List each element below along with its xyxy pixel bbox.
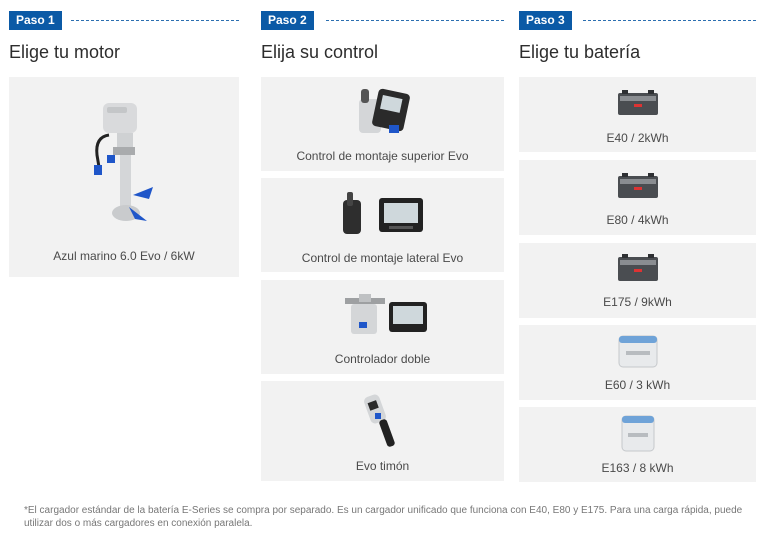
step-3-column: Paso 3 Elige tu batería E40 / 2kWh E80 /…: [519, 0, 756, 482]
control-option-label-side-mount: Control de montaje lateral Evo: [301, 251, 464, 265]
step-2-divider: [326, 20, 504, 21]
top-mount-throttle-icon: [359, 88, 410, 133]
battery-option-label-e40: E40 / 2kWh: [606, 131, 669, 145]
step-2-badge: Paso 2: [261, 11, 314, 30]
battery-dark-icon: [618, 254, 658, 281]
step-1-divider: [71, 20, 239, 21]
battery-option-card-e40[interactable]: E40 / 2kWh: [519, 77, 756, 152]
motor-option-card[interactable]: Azul marino 6.0 Evo / 6kW: [9, 77, 239, 277]
step-1-badge: Paso 1: [9, 11, 62, 30]
battery-white-icon: [618, 335, 658, 368]
battery-option-card-e60[interactable]: E60 / 3 kWh: [519, 325, 756, 400]
battery-option-label-e163: E163 / 8 kWh: [601, 461, 674, 475]
step-2-header: Paso 2: [261, 0, 504, 30]
battery-white-icon: [621, 415, 655, 452]
step-3-header: Paso 3: [519, 0, 756, 30]
step-2-title: Elija su control: [261, 42, 379, 62]
control-option-label-dual: Controlador doble: [334, 352, 431, 366]
motor-option-label: Azul marino 6.0 Evo / 6kW: [53, 249, 195, 263]
step-3-badge: Paso 3: [519, 11, 572, 30]
control-option-label-tiller: Evo timón: [355, 459, 410, 473]
step-2-column: Paso 2 Elija su control Control de monta…: [261, 0, 504, 481]
battery-option-label-e80: E80 / 4kWh: [606, 213, 669, 227]
control-option-card-side-mount[interactable]: Control de montaje lateral Evo: [261, 178, 504, 272]
charger-footnote: *El cargador estándar de la batería E-Se…: [24, 505, 743, 529]
step-1-title: Elige tu motor: [9, 42, 121, 62]
battery-dark-icon: [618, 173, 658, 198]
control-option-card-tiller[interactable]: Evo timón: [261, 381, 504, 481]
side-mount-throttle-icon: [343, 192, 423, 234]
battery-option-card-e163[interactable]: E163 / 8 kWh: [519, 407, 756, 482]
battery-option-card-e80[interactable]: E80 / 4kWh: [519, 160, 756, 235]
battery-option-label-e60: E60 / 3 kWh: [604, 378, 671, 392]
battery-dark-icon: [618, 90, 658, 115]
step-3-divider: [583, 20, 756, 21]
control-option-card-top-mount[interactable]: Control de montaje superior Evo: [261, 77, 504, 171]
tiller-icon: [364, 394, 395, 447]
step-1-header: Paso 1: [9, 0, 239, 30]
control-option-card-dual[interactable]: Controlador doble: [261, 280, 504, 374]
control-option-label-top-mount: Control de montaje superior Evo: [296, 149, 469, 163]
step-1-column: Paso 1 Elige tu motor Azul marino 6.0 Ev…: [9, 0, 239, 277]
dual-controller-icon: [345, 294, 427, 334]
battery-option-label-e175: E175 / 9kWh: [603, 295, 672, 309]
step-3-title: Elige tu batería: [519, 42, 641, 62]
outboard-motor-icon: [94, 103, 153, 221]
battery-option-card-e175[interactable]: E175 / 9kWh: [519, 243, 756, 318]
